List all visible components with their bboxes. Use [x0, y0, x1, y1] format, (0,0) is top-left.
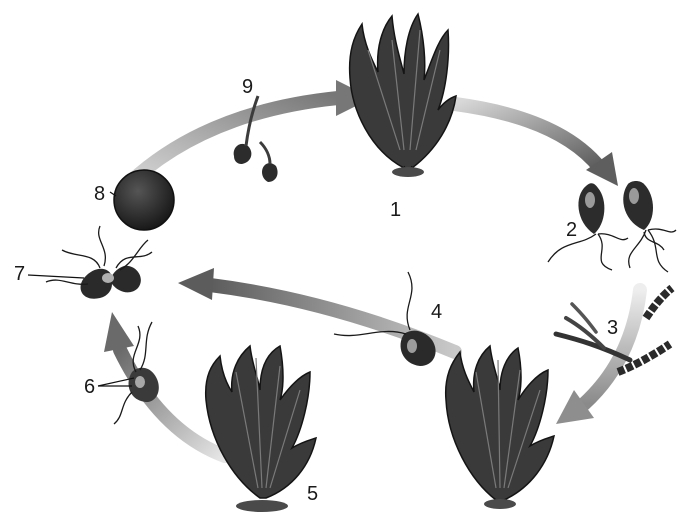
fusing-gametes-7: [46, 226, 152, 299]
label-5: 5: [307, 484, 318, 504]
thallus-1: [350, 14, 456, 177]
label-2: 2: [566, 220, 577, 240]
label-9: 9: [242, 77, 253, 97]
label-1: 1: [390, 200, 401, 220]
thallus-bottom-right: [446, 346, 554, 509]
label-7: 7: [14, 264, 25, 284]
label-8: 8: [94, 184, 105, 204]
arrow-1-to-2: [455, 104, 618, 186]
label-4: 4: [431, 302, 442, 322]
label-3: 3: [607, 318, 618, 338]
thallus-5: [206, 346, 316, 512]
label-6: 6: [84, 377, 95, 397]
zygote-8: [114, 170, 174, 230]
zoospore-2-left: [548, 183, 628, 270]
zoospore-2-right: [623, 181, 676, 272]
